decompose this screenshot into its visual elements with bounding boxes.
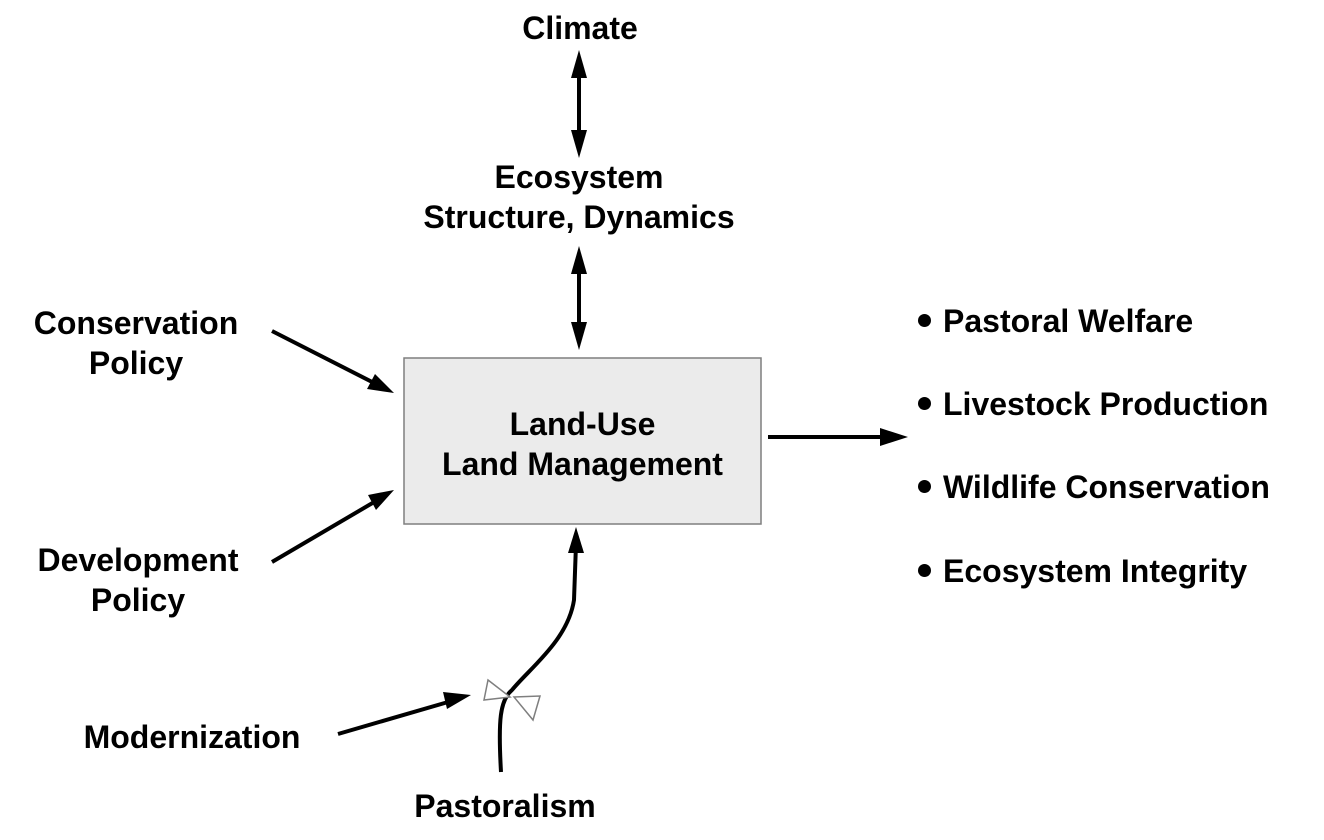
- bullet-icon: [918, 480, 931, 494]
- outcome-item: Livestock Production: [918, 384, 1268, 424]
- outcome-label: Pastoral Welfare: [943, 303, 1194, 339]
- land-use-box: [403, 357, 762, 525]
- outcome-item: Pastoral Welfare: [918, 301, 1193, 341]
- outcome-label: Wildlife Conservation: [943, 469, 1270, 505]
- development-policy-arrow: [270, 490, 394, 564]
- climate-ecosystem-arrow: [571, 50, 587, 158]
- pastoralism-flow-arrow: [497, 527, 584, 773]
- conservation-policy-arrow: [271, 329, 394, 393]
- outcome-item: Ecosystem Integrity: [918, 551, 1247, 591]
- development-policy-label: Development Policy: [37, 542, 239, 618]
- outcomes-arrow: [768, 428, 908, 446]
- valve-icon: [483, 678, 542, 722]
- outcome-item: Wildlife Conservation: [918, 467, 1270, 507]
- bullet-icon: [918, 314, 931, 328]
- bullet-icon: [918, 564, 931, 578]
- modernization-arrow: [337, 692, 471, 736]
- land-use-label: Land-Use Land Management: [442, 406, 723, 482]
- conservation-policy-label: Conservation Policy: [33, 305, 239, 381]
- modernization-label: Modernization: [83, 719, 301, 755]
- climate-label: Climate: [522, 10, 638, 46]
- ecosystem-label: Ecosystem Structure, Dynamics: [423, 159, 735, 235]
- pastoralism-label: Pastoralism: [414, 788, 596, 824]
- outcome-label: Livestock Production: [943, 386, 1269, 422]
- bullet-icon: [918, 397, 931, 411]
- ecosystem-landuse-arrow: [571, 246, 587, 350]
- outcome-label: Ecosystem Integrity: [943, 553, 1248, 589]
